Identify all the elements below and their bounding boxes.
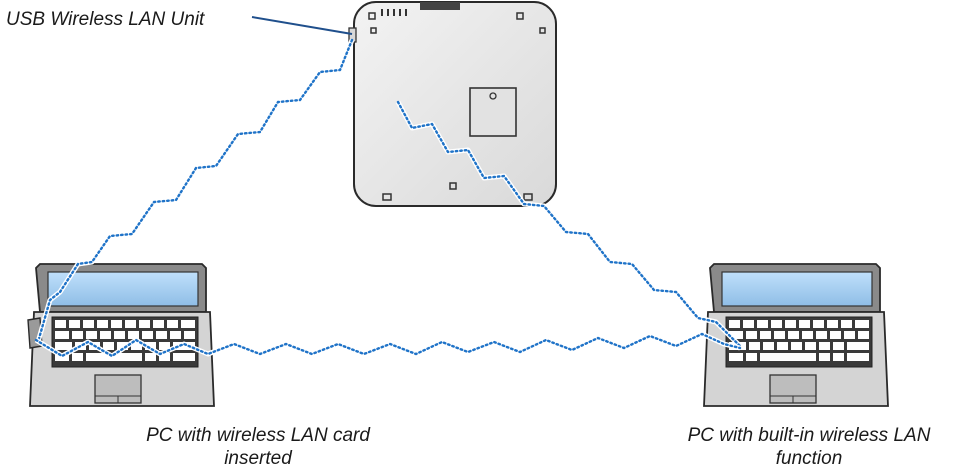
- signal-path-laptops: [34, 332, 742, 358]
- right-pc-caption-line1: PC with built-in wireless LAN: [687, 425, 931, 446]
- left-pc-caption-line1: PC with wireless LAN card: [146, 425, 370, 446]
- right-laptop: [703, 263, 889, 407]
- signal-path-projector-left: [36, 38, 354, 344]
- left-laptop: [27, 263, 215, 407]
- usb-leader-line: [251, 16, 353, 35]
- right-pc-caption-line2: function: [775, 448, 843, 469]
- projector: [353, 1, 557, 207]
- right-pc-caption: PC with built-in wireless LAN function: [668, 424, 950, 470]
- left-pc-caption-line2: inserted: [224, 448, 292, 469]
- usb-unit-label: USB Wireless LAN Unit: [6, 9, 205, 30]
- signal-path-projector-right: [396, 100, 742, 348]
- left-pc-caption: PC with wireless LAN card inserted: [128, 424, 388, 470]
